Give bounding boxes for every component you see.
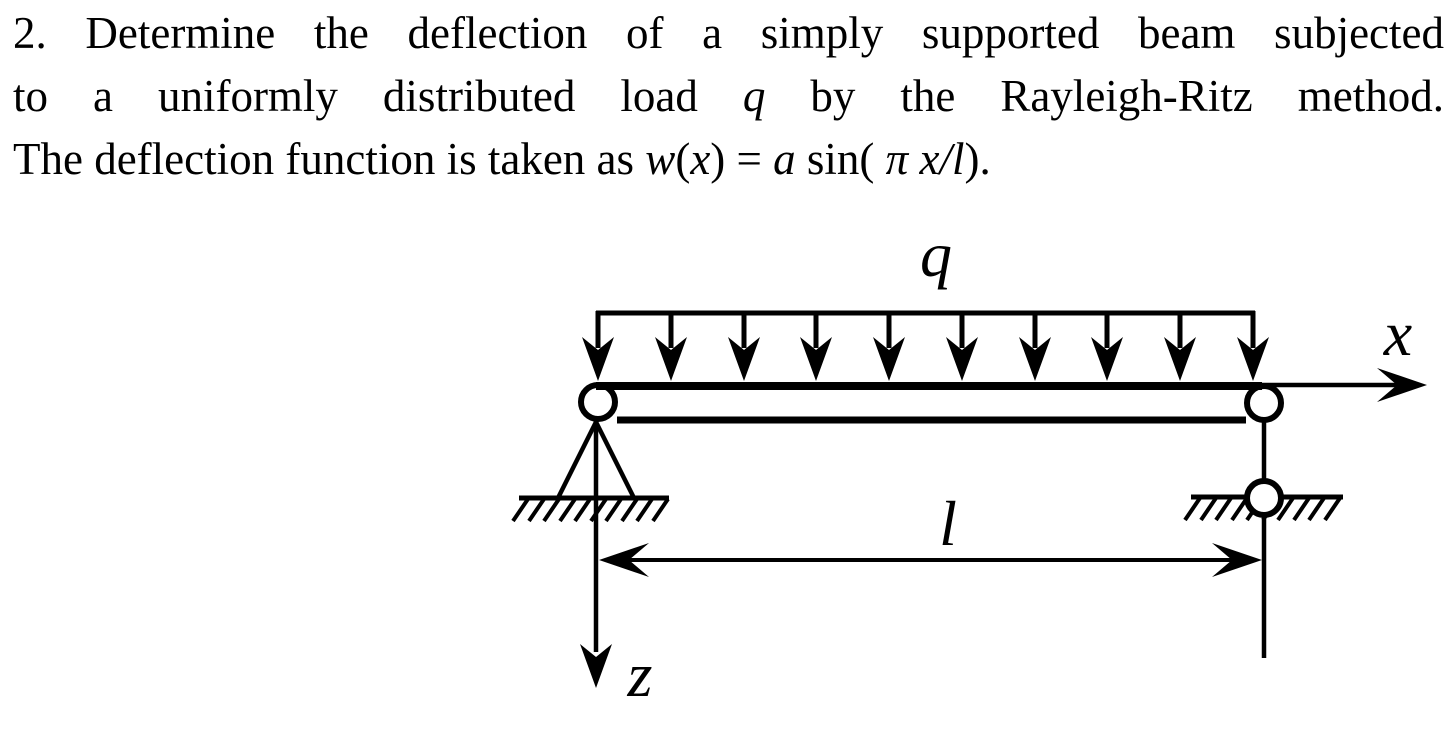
load-arrow [873,311,905,381]
problem-text: The deflection function is taken as [13,134,646,184]
math-symbol-q: q [742,71,766,121]
right-pin-circle [1244,383,1284,423]
load-arrow [1164,311,1196,381]
load-arrow [728,311,760,381]
load-arrow [800,311,832,381]
problem-text: by the Rayleigh-Ritz method. [765,71,1444,121]
x-axis-label: x [1383,298,1412,369]
problem-line-3: The deflection function is taken as w(x)… [13,128,1444,191]
left-ground-hatching [511,497,670,523]
problem-text: ( [675,134,691,184]
math-symbol-x: x [690,134,711,184]
problem-text: ). [964,134,991,184]
problem-line-2: to a uniformly distributed load q by the… [13,65,1444,128]
load-arrows [582,311,1269,381]
math-expression-pi-x-over-l: π x/l [885,134,965,184]
z-axis-label: z [627,639,653,710]
load-arrow [1237,311,1269,381]
problem-text: sin( [795,134,886,184]
load-arrow [655,311,687,381]
problem-line-1: 2. Determine the deflection of a simply … [13,2,1444,65]
math-symbol-a: a [773,134,796,184]
problem-statement: 2. Determine the deflection of a simply … [0,2,1452,191]
left-pin-circle [578,382,618,422]
problem-text: to a uniformly distributed load [13,71,743,121]
math-symbol-w: w [645,134,676,184]
length-label: l [939,488,957,559]
problem-text: ) = [710,134,774,184]
load-arrow [1019,311,1051,381]
left-support-triangle [555,420,637,500]
problem-text: 2. Determine the deflection of a simply … [13,8,1444,58]
load-label: q [920,219,952,290]
load-arrow [582,311,614,381]
load-arrow [946,311,978,381]
load-arrow [1091,311,1123,381]
roller-circle [1244,478,1284,518]
